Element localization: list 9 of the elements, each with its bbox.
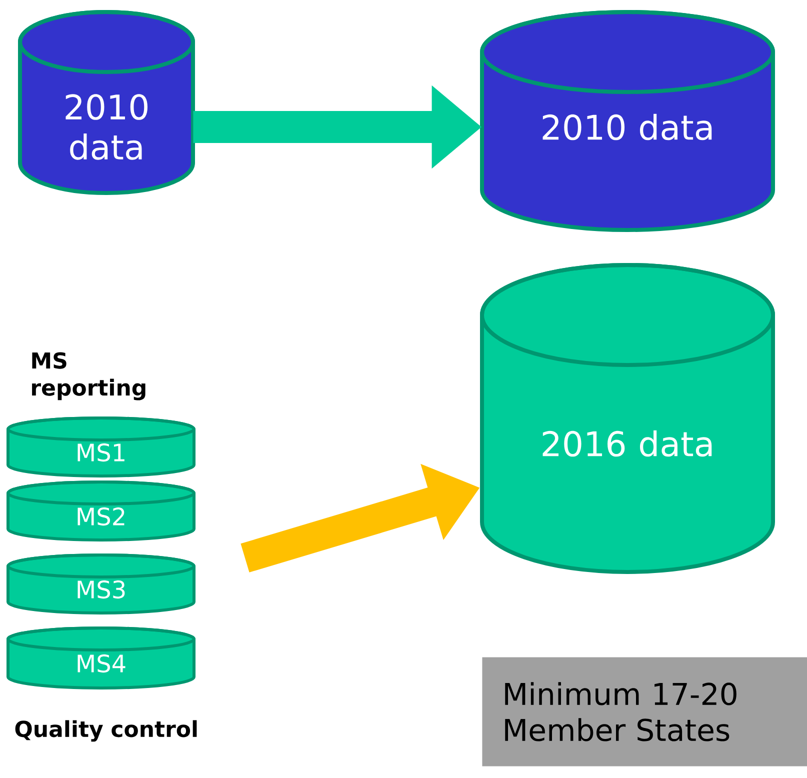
cylinder: MS4 [6, 626, 196, 690]
cylinder: 2010 data [18, 10, 195, 195]
heading: Quality control [15, 720, 197, 742]
cylinder: MS3 [6, 554, 196, 614]
cylinder: MS2 [6, 480, 196, 542]
note-box: Minimum 17-20 Member States [482, 657, 807, 766]
cylinder: 2010 data [480, 10, 775, 232]
cylinder: MS1 [6, 416, 196, 478]
cylinder: 2016 data [480, 263, 775, 574]
